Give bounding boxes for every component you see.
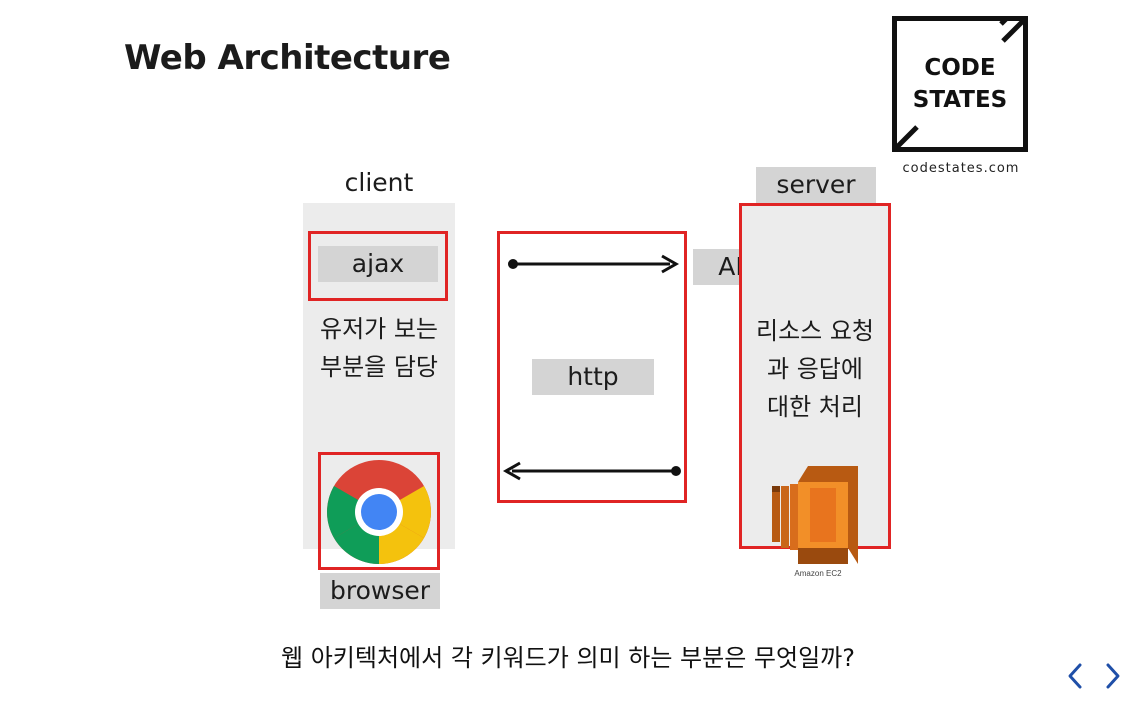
server-description-line-3: 대한 처리 [767, 393, 863, 421]
logo-url: codestates.com [902, 161, 1020, 176]
request-response-arrows [502, 254, 681, 481]
server-description: 리소스 요청 과 응답에 대한 처리 [739, 312, 891, 426]
chevron-right-icon [1106, 663, 1120, 689]
server-heading: server [756, 167, 876, 203]
prev-slide-button[interactable] [1060, 656, 1090, 696]
http-label: http [532, 359, 654, 395]
chrome-icon [327, 460, 431, 564]
logo-text-code: CODE [924, 55, 996, 81]
amazon-ec2-icon [772, 466, 858, 564]
logo-slashes [897, 21, 1023, 147]
amazon-ec2-label: Amazon EC2 [794, 569, 842, 578]
client-heading: client [344, 168, 414, 197]
ajax-highlight-box [308, 231, 448, 301]
codestates-logo: CODE STATES [892, 16, 1028, 152]
response-arrow-head [502, 461, 521, 481]
logo-text-states: STATES [912, 87, 1008, 113]
server-description-line-2: 과 응답에 [767, 355, 863, 383]
browser-highlight-box [318, 452, 440, 570]
http-highlight-box [497, 231, 687, 503]
client-description: 유저가 보는 부분을 담당 [303, 310, 455, 386]
ajax-label: ajax [318, 246, 438, 282]
client-description-line-1: 유저가 보는 [319, 315, 439, 343]
request-arrow-head [661, 254, 680, 274]
chevron-left-icon [1068, 663, 1082, 689]
server-description-line-1: 리소스 요청 [755, 317, 875, 345]
slide-question: 웹 아키텍처에서 각 키워드가 의미 하는 부분은 무엇일까? [281, 644, 855, 672]
slide-title: Web Architecture [124, 38, 451, 78]
client-description-line-2: 부분을 담당 [319, 353, 439, 381]
next-slide-button[interactable] [1098, 656, 1128, 696]
browser-label: browser [320, 573, 440, 609]
